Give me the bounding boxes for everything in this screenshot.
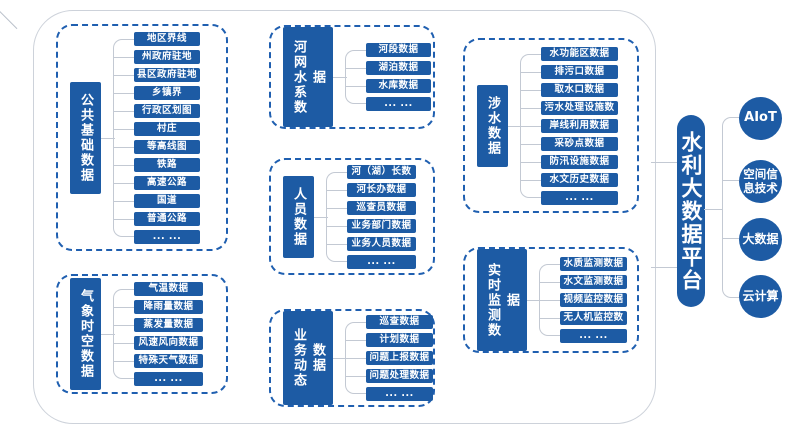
- data-item: ... ...: [560, 329, 627, 343]
- data-item: ... ...: [541, 190, 618, 205]
- data-item: ... ...: [366, 97, 431, 111]
- data-item: 村庄: [113, 121, 200, 136]
- tech-circle-spatial-info-tech: 空间信息技术: [739, 160, 782, 203]
- data-item: 水文监测数据: [539, 275, 627, 289]
- data-item: 计划数据: [345, 333, 433, 347]
- data-item: 水库数据: [345, 79, 431, 93]
- connector-platform-to-tech: [704, 209, 723, 210]
- data-item: 河（湖）长数据: [347, 164, 416, 191]
- group-label: 气象时空数据: [70, 278, 115, 390]
- data-item: 水文历史数据: [520, 172, 618, 187]
- data-item: 排污口数据: [520, 64, 618, 79]
- data-item: 巡查员数据: [326, 200, 416, 215]
- group-label: 实时监测数据: [477, 249, 541, 351]
- data-item: 行政区划图: [113, 103, 200, 118]
- group-label: 涉水数据: [477, 84, 522, 167]
- group-items: 河（湖）长数据河长办数据巡查员数据业务部门数据业务人员数据 ... ...: [326, 164, 416, 269]
- group-personnel-data: 人员数据 河（湖）长数据河长办数据巡查员数据业务部门数据业务人员数据 ... ..…: [269, 158, 435, 275]
- group-label: 业务动态数据: [283, 311, 347, 405]
- data-item: 国道: [113, 193, 200, 208]
- data-item: 地区界线: [134, 31, 200, 46]
- data-item: 河段数据: [366, 43, 431, 57]
- group-public-basic-data: 公共基础数据 地区界线州政府驻地县区政府驻地乡镇界行政区划图村庄等高线图铁路高速…: [56, 24, 228, 251]
- group-label: 河网水系数据: [283, 27, 347, 127]
- tech-label: 云计算: [742, 288, 779, 303]
- group-items: 水功能区数据排污口数据取水口数据污水处理设施数据岸线利用数据采砂点数据防汛设施数…: [520, 46, 618, 205]
- data-item: 气温数据: [134, 282, 203, 296]
- data-item: 普通公路: [113, 211, 200, 226]
- data-item: 县区政府驻地: [113, 67, 200, 82]
- group-items: 河段数据湖泊数据水库数据 ... ...: [345, 43, 431, 111]
- data-item: 蒸发量数据: [113, 318, 203, 332]
- data-item: 水质监测数据: [560, 257, 627, 271]
- data-item: 视频监控数据: [539, 293, 627, 307]
- group-river-network-data: 河网水系数据 河段数据湖泊数据水库数据 ... ...: [269, 25, 435, 129]
- group-items: 水质监测数据水文监测数据视频监控数据无人机监控数据... ...: [539, 257, 627, 343]
- data-item: 采砂点数据: [520, 136, 618, 151]
- data-item: 湖泊数据: [345, 61, 431, 75]
- data-item: 降雨量数据: [113, 300, 203, 314]
- data-item: 岸线利用数据: [520, 118, 618, 133]
- group-business-dynamic-data: 业务动态数据 巡查数据计划数据问题上报数据问题处理数据 ... ...: [269, 309, 435, 407]
- tech-label: AIoT: [744, 110, 777, 126]
- tech-connector-spine: [722, 117, 740, 298]
- group-realtime-monitoring-data: 实时监测数据 水质监测数据水文监测数据视频监控数据无人机监控数据... ...: [463, 247, 639, 353]
- data-item: 巡查数据: [366, 315, 433, 329]
- data-item: 问题处理数据: [345, 369, 433, 383]
- data-item: 无人机监控数据: [539, 311, 627, 337]
- tech-connector-stub-bigdata: [722, 238, 739, 239]
- platform-title: 水利大数据平台: [679, 130, 703, 292]
- data-item: ... ...: [347, 254, 416, 269]
- data-item: 州政府驻地: [113, 49, 200, 64]
- group-items: 气温数据降雨量数据蒸发量数据风速风向数据特殊天气数据 ... ...: [113, 282, 203, 386]
- platform-title-bar: 水利大数据平台: [677, 115, 705, 307]
- data-sources-container: 公共基础数据 地区界线州政府驻地县区政府驻地乡镇界行政区划图村庄等高线图铁路高速…: [33, 10, 656, 424]
- group-items: 巡查数据计划数据问题上报数据问题处理数据 ... ...: [345, 315, 433, 401]
- data-item: 防汛设施数据: [520, 154, 618, 169]
- data-item: ... ...: [134, 372, 203, 386]
- data-item: ... ...: [134, 229, 200, 244]
- data-item: 业务部门数据: [326, 218, 416, 233]
- tech-circle-aiot: AIoT: [739, 97, 782, 140]
- connector-container-to-platform-top: [651, 162, 678, 163]
- data-item: 高速公路: [113, 175, 200, 190]
- group-label: 公共基础数据: [70, 81, 115, 194]
- data-item: ... ...: [366, 387, 433, 401]
- data-item: 取水口数据: [520, 82, 618, 97]
- corner-decorative-line: [0, 10, 18, 30]
- group-water-related-data: 涉水数据 水功能区数据排污口数据取水口数据污水处理设施数据岸线利用数据采砂点数据…: [463, 38, 639, 213]
- data-item: 铁路: [113, 157, 200, 172]
- data-item: 乡镇界: [113, 85, 200, 100]
- tech-circle-cloud-computing: 云计算: [739, 275, 782, 318]
- data-item: 河长办数据: [326, 182, 416, 197]
- tech-circle-big-data: 大数据: [739, 218, 782, 261]
- group-label: 人员数据: [283, 175, 328, 258]
- tech-label: 大数据: [742, 231, 779, 246]
- data-item: 污水处理设施数据: [520, 100, 618, 127]
- data-item: 风速风向数据: [113, 336, 203, 350]
- group-items: 地区界线州政府驻地县区政府驻地乡镇界行政区划图村庄等高线图铁路高速公路国道普通公…: [113, 31, 200, 244]
- data-item: 特殊天气数据: [113, 354, 203, 368]
- data-item: 水功能区数据: [541, 46, 618, 61]
- tech-label: 空间信息技术: [743, 167, 778, 195]
- data-item: 业务人员数据: [326, 236, 416, 251]
- data-item: 问题上报数据: [345, 351, 433, 365]
- tech-connector-stub-spatial: [722, 180, 739, 181]
- connector-container-to-platform-bottom: [651, 267, 678, 268]
- group-meteorological-spatiotemporal-data: 气象时空数据 气温数据降雨量数据蒸发量数据风速风向数据特殊天气数据 ... ...: [56, 274, 228, 394]
- data-item: 等高线图: [113, 139, 200, 154]
